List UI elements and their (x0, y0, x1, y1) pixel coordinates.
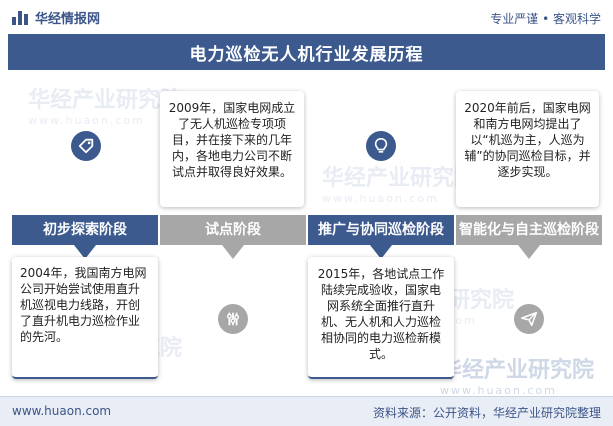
ruler-pencil-icon (218, 304, 248, 334)
stage-1-card: 2004年，我国南方电网公司开始尝试使用直升机巡视电力线路，开创了直升机电力巡检… (12, 257, 158, 379)
paper-plane-icon (514, 304, 544, 334)
slogan: 专业严谨 • 客观科学 (490, 12, 601, 26)
footer-website-link[interactable]: www.huaon.com (12, 404, 112, 418)
logo-icon (12, 10, 28, 25)
stage-3-card: 2015年，各地试点工作陆续完成验收，国家电网系统全面推行直升机、无人机和人力巡… (308, 257, 454, 379)
stage-1-desc: 2004年，我国南方电网公司开始尝试使用直升机巡视电力线路，开创了直升机电力巡检… (20, 266, 147, 344)
footer: www.huaon.com 资料来源：公开资料，华经产业研究院整理 (0, 396, 613, 426)
stage-3-desc: 2015年，各地试点工作陆续完成验收，国家电网系统全面推行直升机、无人机和人力巡… (317, 267, 445, 361)
stage-4-desc: 2020年前后，国家电网和南方电网均提出了以“机巡为主，人巡为辅”的协同巡检目标… (464, 101, 591, 179)
brand[interactable]: 华经情报网 (12, 8, 100, 27)
stage-band (0, 212, 613, 266)
title-bar: 电力巡检无人机行业发展历程 (8, 34, 605, 70)
stage-3-label: 推广与协同巡检阶段 (318, 221, 444, 238)
lightbulb-icon (366, 131, 396, 161)
top-bar: 华经情报网 专业严谨 • 客观科学 (0, 0, 613, 34)
tag-icon (71, 131, 101, 161)
stage-2-desc: 2009年，国家电网成立了无人机巡检专项项目，并在接下来的几年内，各地电力公司不… (168, 101, 296, 179)
stage-1-label: 初步探索阶段 (43, 221, 127, 238)
stage-2-label: 试点阶段 (205, 221, 261, 238)
stage-2-card: 2009年，国家电网成立了无人机巡检专项项目，并在接下来的几年内，各地电力公司不… (160, 91, 304, 207)
footer-source: 资料来源：公开资料，华经产业研究院整理 (372, 406, 601, 420)
page-title: 电力巡检无人机行业发展历程 (189, 44, 424, 65)
stage-4-card: 2020年前后，国家电网和南方电网均提出了以“机巡为主，人巡为辅”的协同巡检目标… (456, 91, 599, 207)
brand-name: 华经情报网 (35, 12, 101, 27)
stage-4-label: 智能化与自主巡检阶段 (459, 221, 599, 238)
